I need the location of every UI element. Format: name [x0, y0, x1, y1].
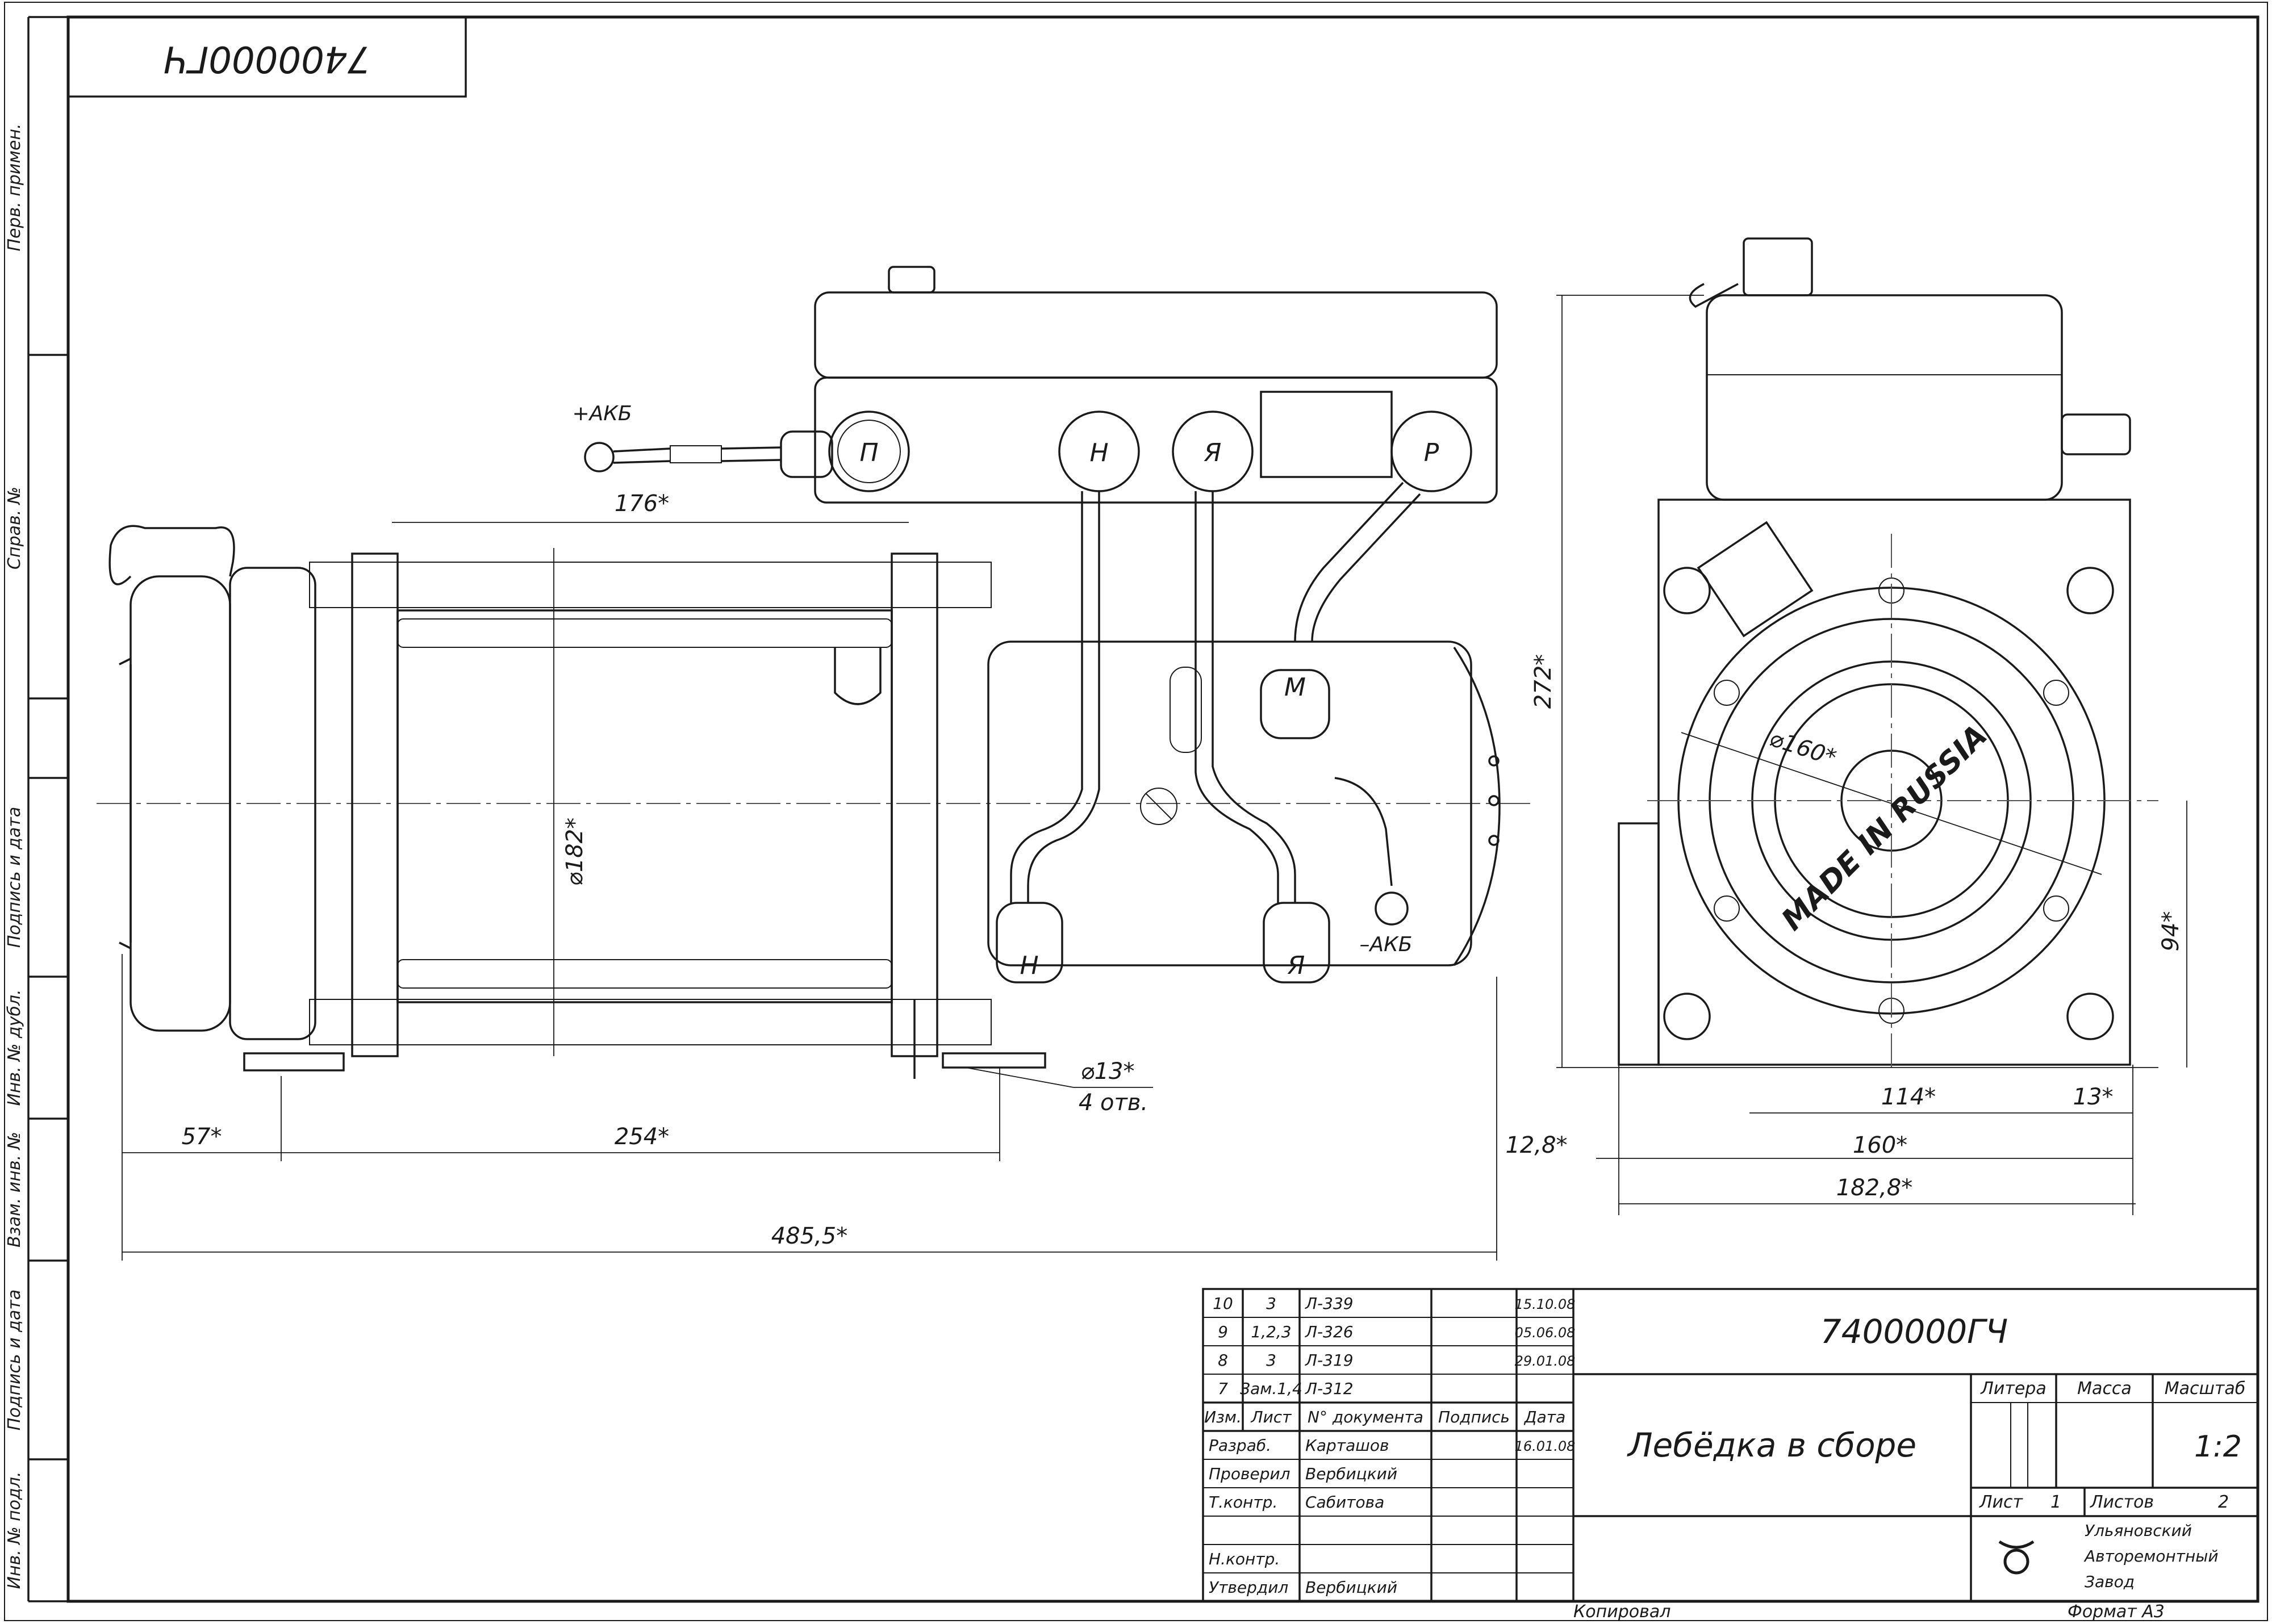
- role-label: Разраб.: [1209, 1436, 1271, 1455]
- label-terminal-m: М: [1284, 673, 1306, 702]
- listov-label: Листов: [2090, 1492, 2154, 1512]
- dim-160: 160*: [1853, 1132, 1907, 1158]
- label-terminal-ya: Я: [1204, 438, 1222, 467]
- litera-label: Литера: [1980, 1379, 2046, 1399]
- label-akb-plus: +АКБ: [572, 402, 632, 425]
- role-name: Карташов: [1305, 1436, 1389, 1455]
- rev-date: 05.06.08: [1515, 1325, 1576, 1341]
- role-name: Сабитова: [1305, 1493, 1384, 1512]
- side-label-inv-dubl: Инв. № дубл.: [5, 989, 24, 1106]
- rev-doc: Л-312: [1305, 1379, 1354, 1398]
- header-date: Дата: [1523, 1408, 1566, 1426]
- label-terminal-ya-low: Я: [1287, 951, 1305, 980]
- role-label: Утвердил: [1209, 1578, 1288, 1597]
- org-line-3: Завод: [2085, 1572, 2135, 1591]
- side-label-vzam-inv: Взам. инв. №: [5, 1132, 24, 1248]
- side-label-podpis-2: Подпись и дата: [5, 1290, 24, 1431]
- dim-182: ⌀182*: [562, 818, 588, 886]
- role-date: 16.01.08: [1515, 1438, 1576, 1454]
- dim-114: 114*: [1881, 1084, 1936, 1110]
- sheet-frame: [4, 2, 2268, 1621]
- dim-13-holes: 4 отв.: [1079, 1090, 1148, 1116]
- header-sign: Подпись: [1438, 1408, 1510, 1426]
- label-terminal-r: Р: [1424, 438, 1439, 467]
- front-dimensions: [122, 522, 1497, 1261]
- dim-254: 254*: [615, 1124, 669, 1150]
- masshtab-value: 1:2: [2194, 1430, 2242, 1464]
- rev-izm: 7: [1218, 1379, 1228, 1398]
- factory-logo-icon: [1998, 1540, 2035, 1575]
- label-terminal-n: Н: [1089, 438, 1108, 467]
- side-dimensions: [1556, 295, 2187, 1215]
- org-line-1: Ульяновский: [2085, 1521, 2192, 1540]
- title-name: Лебёдка в сборе: [1627, 1426, 1916, 1464]
- side-labels: Перв. примен. Справ. № Подпись и дата Ин…: [5, 123, 24, 1589]
- title-block: [1202, 1288, 2259, 1602]
- dim-485: 485,5*: [771, 1223, 848, 1249]
- side-label-podpis-1: Подпись и дата: [5, 807, 24, 948]
- role-label: Проверил: [1209, 1464, 1290, 1483]
- rev-doc: Л-319: [1305, 1351, 1354, 1370]
- dim-12-8: 12,8*: [1505, 1132, 1567, 1158]
- title-code: 7400000ГЧ: [1820, 1312, 2008, 1351]
- rev-list: 1,2,3: [1251, 1322, 1291, 1341]
- rev-doc: Л-339: [1305, 1294, 1354, 1313]
- rev-list: Зам.1,4: [1240, 1379, 1302, 1398]
- label-terminal-p: П: [859, 438, 878, 467]
- side-label-inv-podl: Инв. № подл.: [5, 1472, 24, 1589]
- dim-94: 94*: [2158, 911, 2184, 952]
- dim-182-8: 182,8*: [1836, 1175, 1913, 1201]
- dim-160-diameter: ⌀160*: [1766, 725, 1840, 771]
- rev-list: 3: [1266, 1294, 1276, 1313]
- dim-57: 57*: [182, 1124, 222, 1150]
- dim-13: ⌀13*: [1081, 1058, 1135, 1085]
- header-izm: Изм.: [1204, 1408, 1242, 1426]
- dim-272: 272*: [1530, 654, 1556, 709]
- rev-izm: 8: [1218, 1351, 1228, 1370]
- dim-13b: 13*: [2073, 1084, 2114, 1110]
- role-name: Вербицкий: [1305, 1578, 1397, 1597]
- rev-izm: 10: [1213, 1294, 1233, 1313]
- role-label: Н.контр.: [1209, 1550, 1280, 1568]
- role-name: Вербицкий: [1305, 1464, 1397, 1483]
- role-label: Т.контр.: [1209, 1493, 1277, 1512]
- rev-list: 3: [1266, 1351, 1276, 1370]
- listov-value: 2: [2218, 1492, 2229, 1512]
- massa-label: Масса: [2077, 1379, 2132, 1399]
- label-akb-minus: –АКБ: [1360, 933, 1413, 956]
- drawing-code-top: 7400000ГЧ: [164, 37, 371, 79]
- front-view: [97, 266, 1534, 1079]
- side-label-sprav: Справ. №: [5, 487, 24, 570]
- label-terminal-n-low: Н: [1020, 951, 1038, 980]
- side-label-perv-primen: Перв. примен.: [5, 123, 24, 251]
- list-value: 1: [2050, 1492, 2061, 1512]
- header-list: Лист: [1251, 1408, 1292, 1426]
- kopiroval-label: Копировал: [1573, 1602, 1670, 1622]
- header-doc: N° документа: [1308, 1408, 1423, 1426]
- side-view: [1618, 237, 2158, 1068]
- format-label: Формат А3: [2068, 1602, 2165, 1622]
- list-label: Лист: [1979, 1492, 2024, 1512]
- rev-date: 29.01.08: [1515, 1353, 1576, 1369]
- org-line-2: Авторемонтный: [2083, 1547, 2219, 1566]
- rev-izm: 9: [1218, 1322, 1228, 1341]
- rev-date: 15.10.08: [1515, 1296, 1576, 1312]
- dim-176: 176*: [615, 491, 669, 517]
- masshtab-label: Масштаб: [2165, 1379, 2246, 1399]
- rev-doc: Л-326: [1305, 1322, 1354, 1341]
